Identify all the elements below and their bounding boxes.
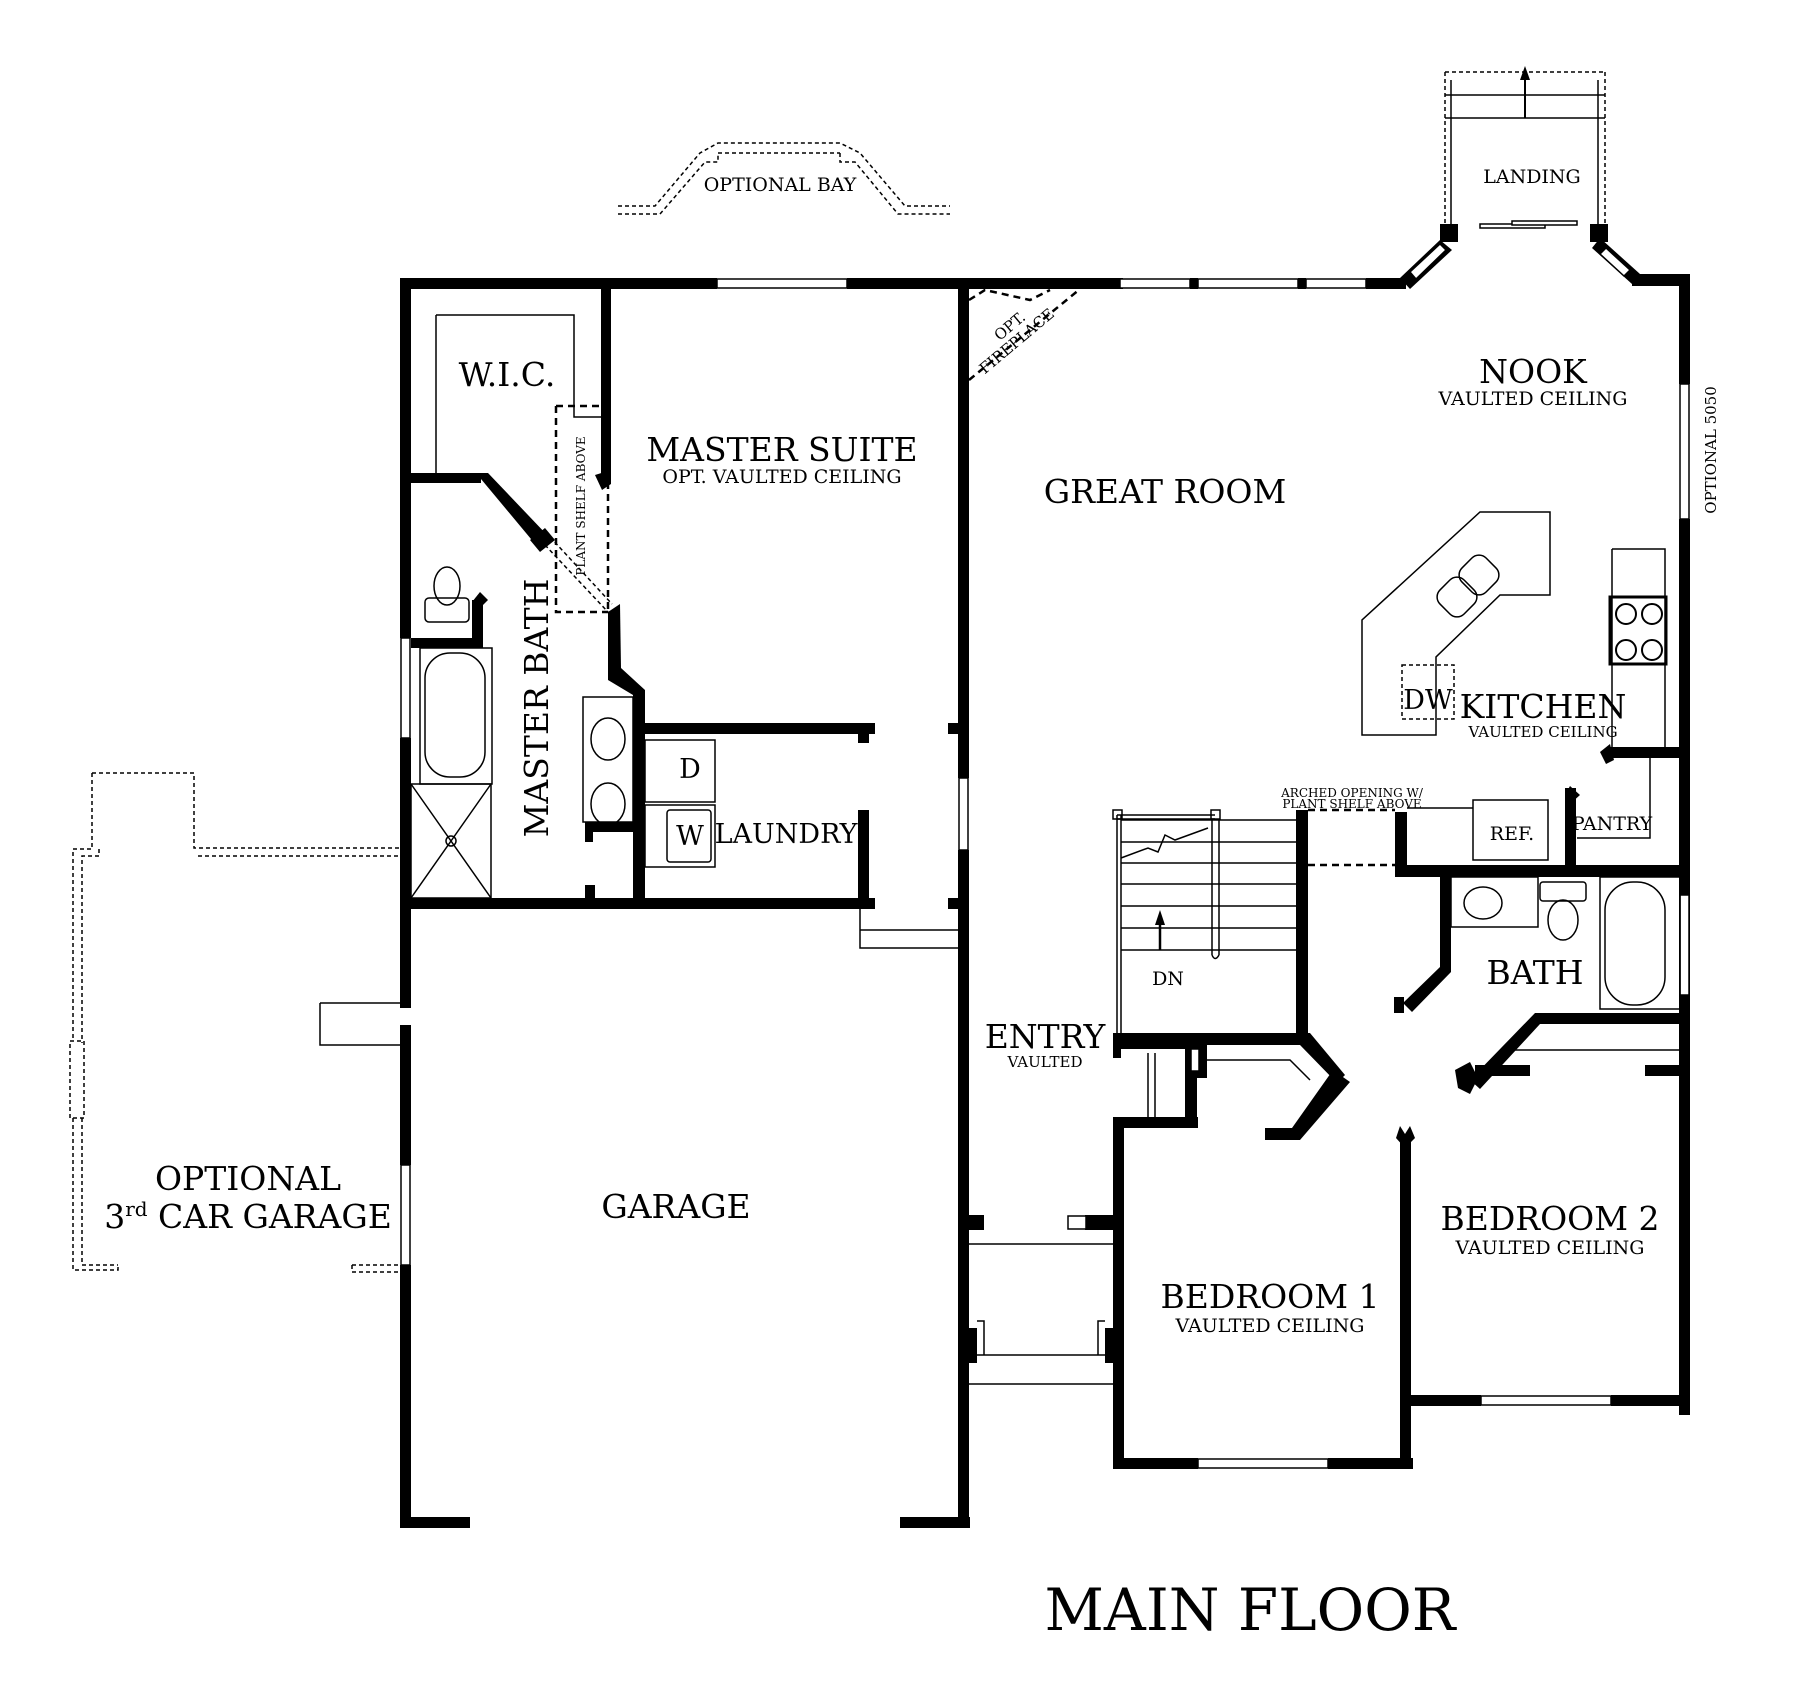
plan-title: MAIN FLOOR: [1045, 1576, 1458, 1644]
sink-icon: [1463, 886, 1503, 920]
porch-lines: [319, 909, 1156, 1385]
bathtub-icon: [1604, 881, 1666, 1006]
kitchen-label: KITCHEN: [1460, 687, 1627, 726]
shower-icon: [410, 783, 492, 899]
third-car-garage-outline: [69, 772, 400, 1273]
landing-label: LANDING: [1483, 166, 1581, 188]
kitchen-note: VAULTED CEILING: [1467, 723, 1617, 741]
bedroom1-note: VAULTED CEILING: [1175, 1315, 1365, 1337]
third-garage-line1: OPTIONAL: [155, 1159, 341, 1198]
vanity-icon: [582, 696, 634, 823]
nook-note: VAULTED CEILING: [1438, 388, 1628, 410]
bathtub-icon: [419, 647, 493, 785]
master-bath-fixtures: [410, 566, 634, 899]
dishwasher-label: DW: [1403, 685, 1453, 716]
fireplace-outline: [968, 288, 1081, 381]
refrigerator-label: REF.: [1490, 823, 1534, 845]
bath-fixtures: [1450, 876, 1681, 1010]
third-garage-line2: 3rd CAR GARAGE: [104, 1197, 392, 1236]
optional-bay-label: OPTIONAL BAY: [704, 174, 857, 196]
nook-label: NOOK: [1479, 352, 1588, 391]
laundry-fixtures: [644, 739, 716, 868]
arched-opening-outline: [1308, 808, 1395, 867]
cooktop-icon: [1608, 595, 1668, 666]
bedroom1-label: BEDROOM 1: [1160, 1277, 1379, 1316]
stairs-label: DN: [1152, 968, 1184, 990]
landing-deck: [1444, 66, 1606, 229]
washer-icon: [644, 804, 716, 868]
optional-window-label: OPTIONAL 5050: [1702, 386, 1720, 513]
stairs: [1112, 809, 1296, 1033]
dryer-label: D: [679, 754, 701, 785]
master-bath-label: MASTER BATH: [517, 579, 556, 838]
sink-icon: [590, 782, 626, 826]
refrigerator-icon: [1472, 799, 1549, 861]
master-suite-note: OPT. VAULTED CEILING: [662, 466, 901, 488]
toilet-icon: [1539, 881, 1587, 902]
wic-label: W.I.C.: [459, 355, 556, 394]
dryer-icon: [644, 739, 716, 803]
arched-opening-label-2: PLANT SHELF ABOVE: [1282, 797, 1421, 811]
entry-label: ENTRY: [985, 1017, 1107, 1056]
sink-icon: [590, 717, 626, 761]
sink-icon: [1436, 576, 1478, 618]
garage-label: GARAGE: [601, 1187, 750, 1226]
entry-note: VAULTED: [1006, 1053, 1082, 1071]
optional-bay-outline: [618, 142, 950, 215]
walls: [400, 224, 1690, 1528]
laundry-label: LAUNDRY: [715, 819, 859, 850]
bedroom2-note: VAULTED CEILING: [1455, 1237, 1645, 1259]
arrow-up-icon: [1155, 910, 1165, 925]
toilet-icon: [433, 566, 461, 606]
washer-label: W: [676, 821, 704, 852]
plant-shelf-outline: [554, 404, 610, 614]
great-room-label: GREAT ROOM: [1044, 472, 1287, 511]
bath-label: BATH: [1486, 953, 1583, 992]
closet-shelf: [1207, 1059, 1311, 1081]
bedroom2-label: BEDROOM 2: [1440, 1199, 1659, 1238]
kitchen-island: [1361, 511, 1551, 736]
wic-shelving: [435, 314, 601, 473]
dishwasher-icon: [1401, 664, 1455, 720]
plant-shelf-diagonal: [544, 536, 613, 613]
pantry-label: PANTRY: [1572, 813, 1653, 835]
arched-opening-label-1: ARCHED OPENING W/: [1280, 786, 1424, 800]
kitchen-counter: [1577, 548, 1668, 839]
master-suite-label: MASTER SUITE: [646, 430, 917, 469]
plant-shelf-label: PLANT SHELF ABOVE: [574, 436, 588, 575]
